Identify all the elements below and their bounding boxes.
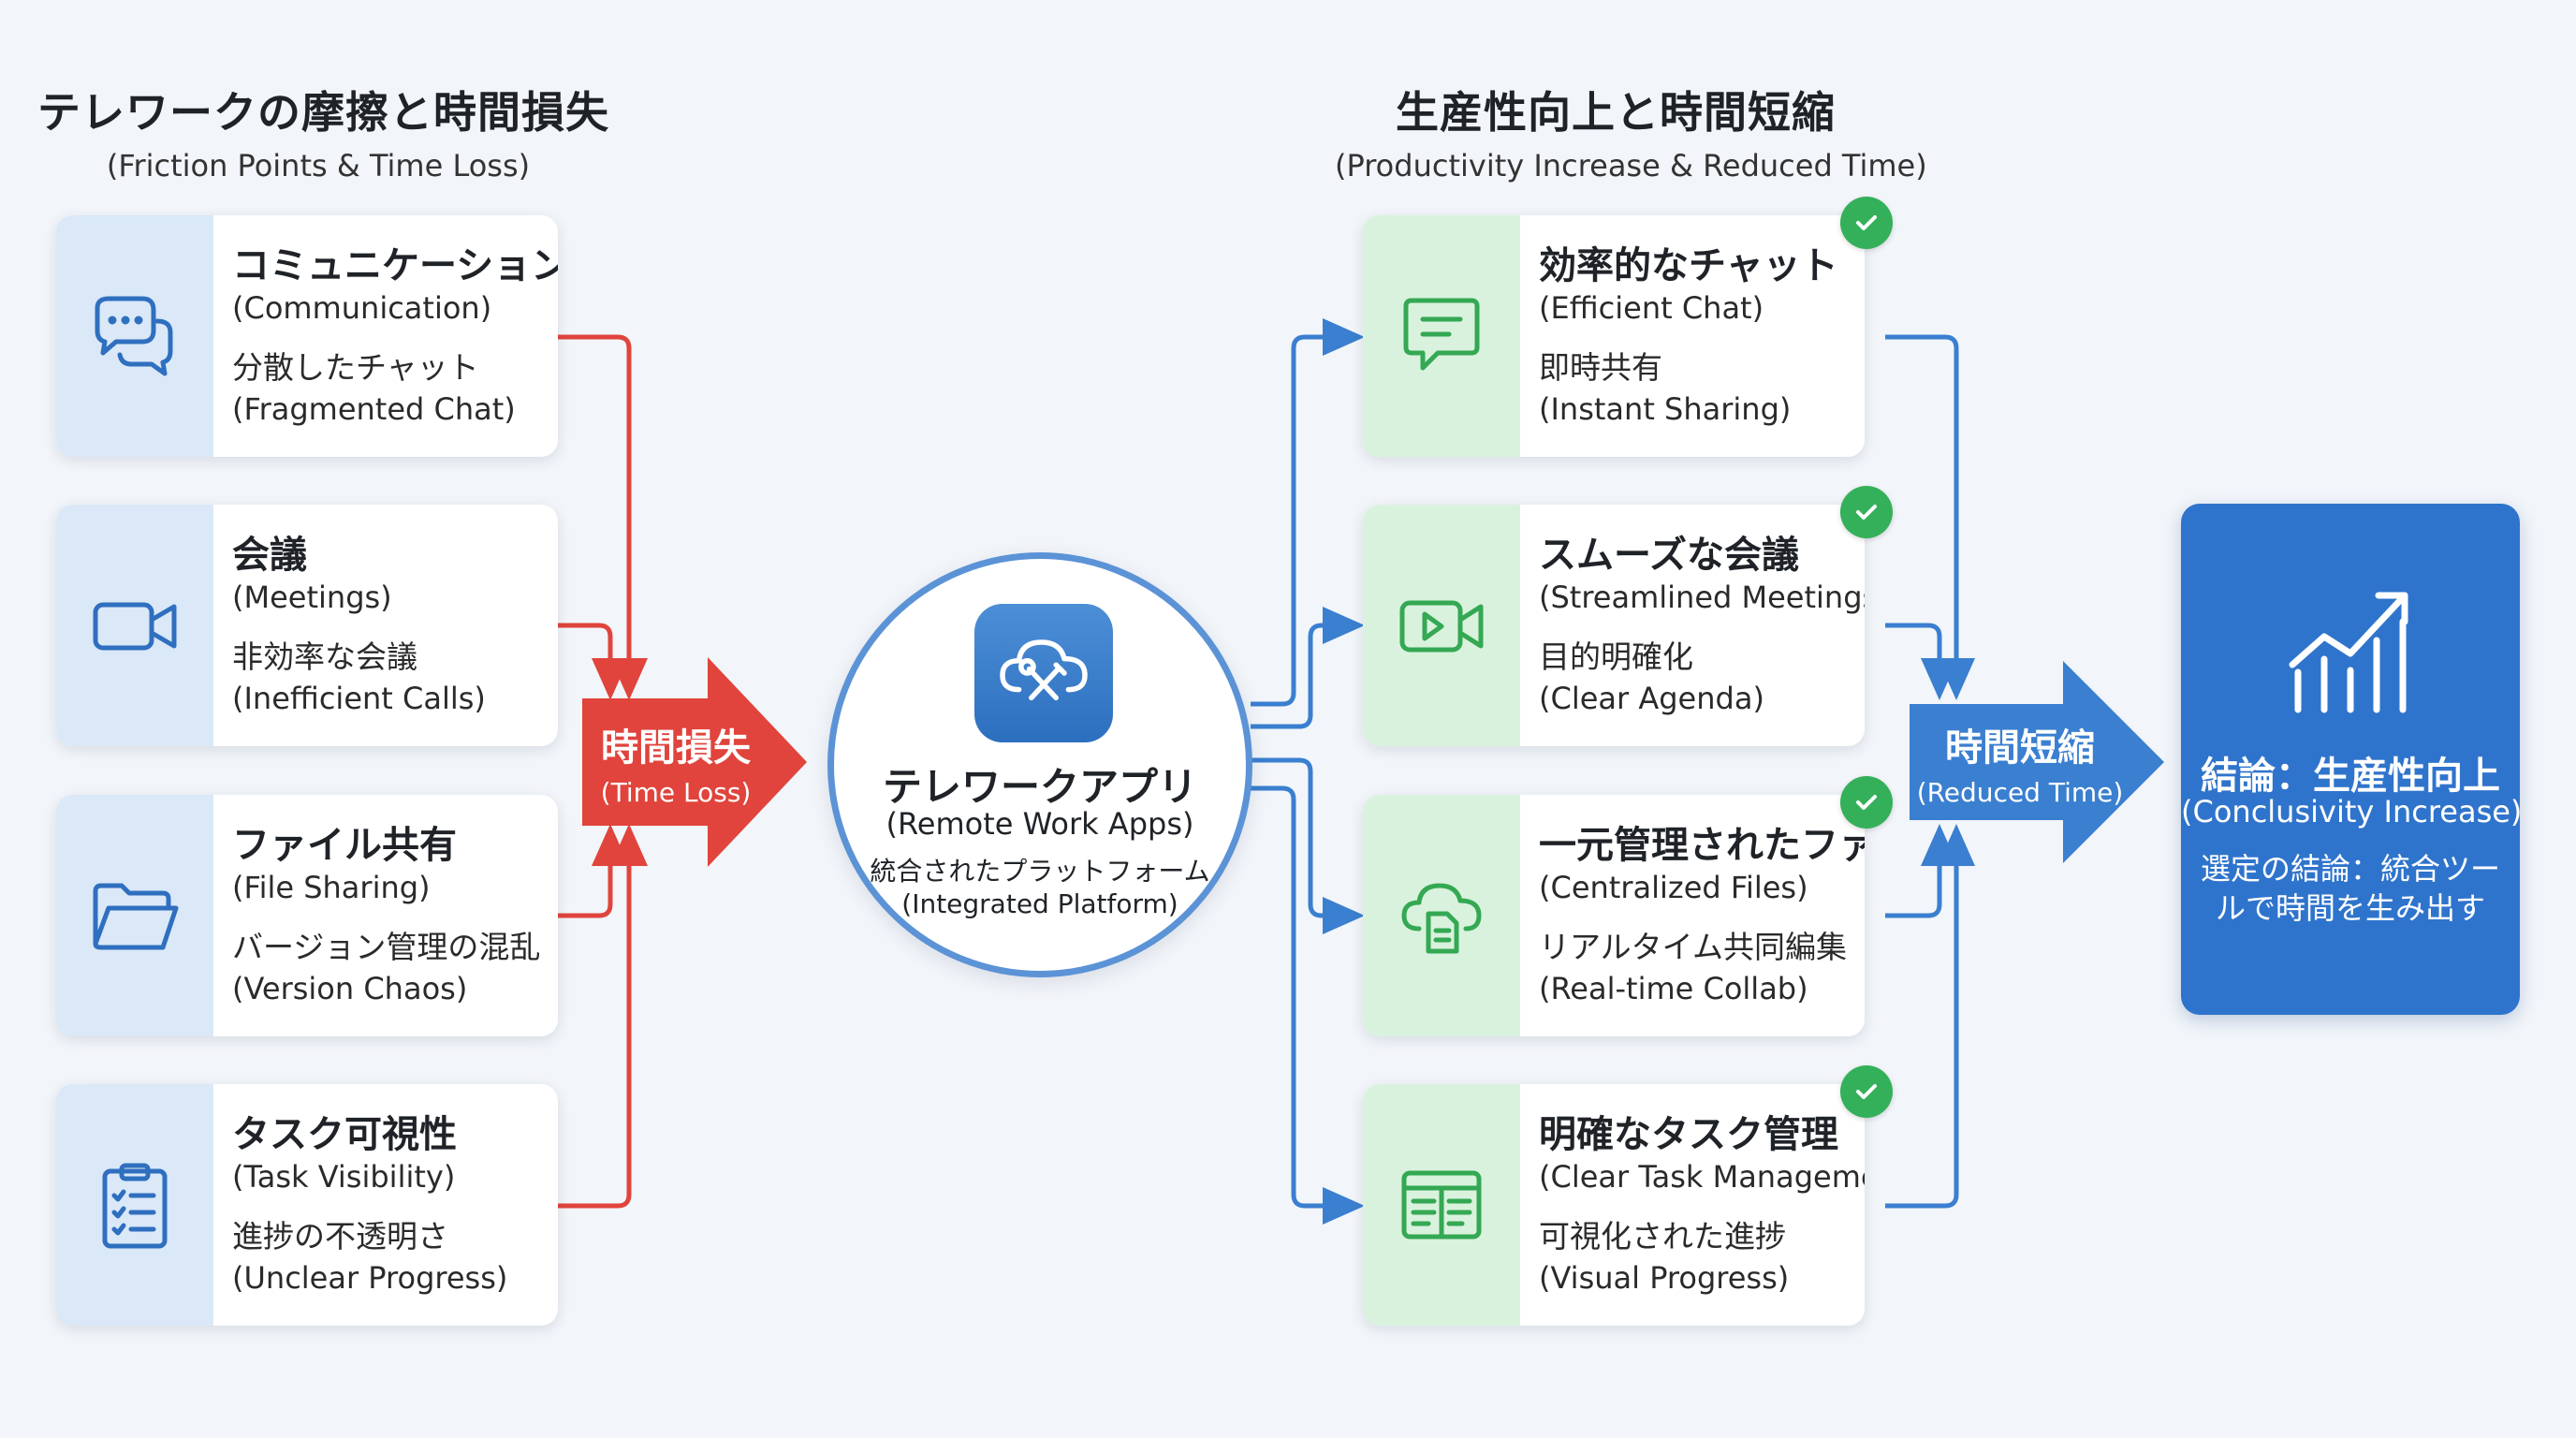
chat-message-icon — [1403, 298, 1480, 371]
connector-communication — [558, 334, 648, 700]
card-title-en: (Clear Task Management) — [1539, 1159, 1865, 1195]
chat-bubbles-icon — [95, 296, 173, 376]
card-desc: バージョン管理の混乱 — [232, 929, 541, 965]
improve-card-tasks: 明確なタスク管理 (Clear Task Management) 可視化された進… — [1363, 1084, 1865, 1326]
growth-chart-icon — [2289, 592, 2408, 713]
card-desc-en: (Visual Progress) — [1539, 1260, 1790, 1296]
card-desc-en: (Unclear Progress) — [232, 1260, 508, 1296]
friction-card-meetings: 会議 (Meetings) 非効率な会議 (Inefficient Calls) — [56, 505, 558, 746]
right-section-subtitle: (Productivity Increase & Reduced Time) — [1335, 148, 1927, 183]
connector-meetings-reduced — [1885, 623, 1958, 700]
card-desc-en: (Clear Agenda) — [1539, 681, 1764, 716]
check-icon — [1840, 486, 1893, 538]
hub-subtitle: (Remote Work Apps) — [886, 806, 1194, 842]
card-desc: 目的明確化 — [1539, 638, 1693, 675]
time-loss-label: 時間損失 (Time Loss) — [582, 717, 769, 808]
card-title: 一元管理されたファイル — [1539, 824, 1865, 867]
cloud-document-icon — [1401, 883, 1482, 954]
left-section-header: テレワークの摩擦と時間損失 (Friction Points & Time Lo… — [37, 79, 609, 183]
check-icon — [1840, 1065, 1893, 1118]
card-title-en: (Meetings) — [232, 580, 392, 615]
reduced-time-arrow — [1910, 661, 2164, 863]
card-desc-en: (Version Chaos) — [232, 971, 468, 1006]
card-title-en: (Efficient Chat) — [1539, 290, 1764, 326]
card-desc: 分散したチャット — [232, 349, 479, 386]
task-board-icon — [1401, 1170, 1482, 1240]
card-title: 会議 — [232, 534, 307, 577]
connector-files — [558, 824, 629, 918]
card-title: タスク可視性 — [232, 1113, 457, 1156]
check-icon — [1840, 197, 1893, 249]
card-title: 明確なタスク管理 — [1539, 1113, 1838, 1156]
conclusion-box: 結論：生産性向上 (Conclusivity Increase) 選定の結論：統… — [2181, 504, 2523, 1015]
card-title: コミュニケーション — [232, 244, 558, 287]
hub-desc: 統合されたプラットフォーム — [870, 856, 1210, 887]
conclusion-desc: 選定の結論：統合ツールで時間を生み出す — [2200, 851, 2500, 926]
card-title-en: (File Sharing) — [232, 870, 431, 905]
conclusion-subtitle: (Conclusivity Increase) — [2181, 794, 2523, 829]
video-camera-icon — [93, 602, 177, 651]
improve-card-meetings: スムーズな会議 (Streamlined Meetings) 目的明確化 (Cl… — [1363, 505, 1865, 746]
card-desc: リアルタイム共同編集 — [1539, 929, 1848, 965]
card-title: 効率的なチャット — [1539, 244, 1838, 287]
connector-files-reduced — [1885, 824, 1958, 918]
remote-work-apps-hub: テレワークアプリ (Remote Work Apps) 統合されたプラットフォー… — [827, 552, 1252, 977]
card-title-en: (Communication) — [232, 290, 492, 326]
card-desc-en: (Fragmented Chat) — [232, 391, 516, 427]
card-desc-en: (Real-time Collab) — [1539, 971, 1808, 1006]
card-desc: 即時共有 — [1539, 349, 1662, 386]
friction-card-task-visibility: タスク可視性 (Task Visibility) 進捗の不透明さ (Unclea… — [56, 1084, 558, 1326]
hub-desc-en: (Integrated Platform) — [901, 888, 1178, 919]
card-title: ファイル共有 — [232, 824, 457, 867]
connector-chat-reduced — [1885, 334, 1975, 700]
left-section-subtitle: (Friction Points & Time Loss) — [106, 148, 531, 183]
reduced-time-subtitle: (Reduced Time) — [1916, 777, 2124, 808]
card-desc: 進捗の不透明さ — [232, 1218, 448, 1255]
right-section-title: 生産性向上と時間短縮 — [1396, 87, 1836, 138]
friction-card-communication: コミュニケーション (Communication) 分散したチャット (Frag… — [56, 215, 558, 457]
improve-card-chat: 効率的なチャット (Efficient Chat) 即時共有 (Instant … — [1363, 215, 1865, 457]
video-play-icon — [1399, 600, 1484, 653]
card-desc-en: (Instant Sharing) — [1539, 391, 1792, 427]
friction-card-file-sharing: ファイル共有 (File Sharing) バージョン管理の混乱 (Versio… — [56, 795, 558, 1036]
card-title-en: (Streamlined Meetings) — [1539, 580, 1865, 615]
connector-hub-chat — [1251, 318, 1365, 707]
left-section-title: テレワークの摩擦と時間損失 — [37, 87, 609, 138]
improve-card-files: 一元管理されたファイル (Centralized Files) リアルタイム共同… — [1363, 795, 1865, 1036]
time-loss-arrow — [582, 657, 807, 867]
reduced-time-title: 時間短縮 — [1945, 726, 2095, 770]
card-desc: 非効率な会議 — [232, 638, 417, 675]
card-desc-en: (Inefficient Calls) — [232, 681, 486, 716]
hub-title: テレワークアプリ — [882, 764, 1197, 810]
connector-hub-tasks — [1251, 785, 1365, 1225]
card-title-en: (Task Visibility) — [232, 1159, 456, 1195]
cloud-tools-icon — [1000, 639, 1088, 701]
connector-hub-meetings — [1251, 607, 1365, 729]
conclusion-title: 結論：生産性向上 — [2201, 755, 2500, 798]
right-section-header: 生産性向上と時間短縮 (Productivity Increase & Redu… — [1335, 79, 1927, 183]
connector-tasks-reduced — [1885, 824, 1975, 1209]
connector-hub-files — [1251, 757, 1365, 934]
clipboard-checklist-icon — [102, 1163, 168, 1249]
check-icon — [1840, 776, 1893, 829]
time-loss-title: 時間損失 — [601, 726, 751, 770]
card-desc: 可視化された進捗 — [1539, 1218, 1786, 1255]
connector-tasks — [558, 824, 648, 1209]
card-title-en: (Centralized Files) — [1539, 870, 1808, 905]
folder-icon — [93, 883, 179, 950]
reduced-time-label: 時間短縮 (Reduced Time) — [1910, 717, 2130, 808]
card-title: スムーズな会議 — [1539, 534, 1799, 577]
connector-meetings — [558, 623, 629, 700]
time-loss-subtitle: (Time Loss) — [600, 777, 752, 808]
